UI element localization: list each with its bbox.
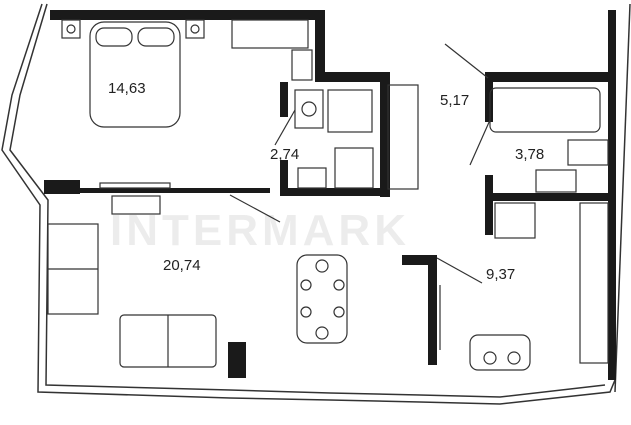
room-area-kitchen: 9,37 [486,266,515,283]
room-area-hallway: 5,17 [440,92,469,109]
furniture [47,19,609,371]
walls [44,10,616,380]
watermark: INTERMARK [110,206,410,255]
room-area-living-room: 20,74 [163,257,201,274]
outer-contour [1,3,631,405]
room-area-bathroom-2: 3,78 [515,146,544,163]
room-area-bedroom: 14,63 [108,80,146,97]
room-area-bathroom-1: 2,74 [270,146,299,163]
